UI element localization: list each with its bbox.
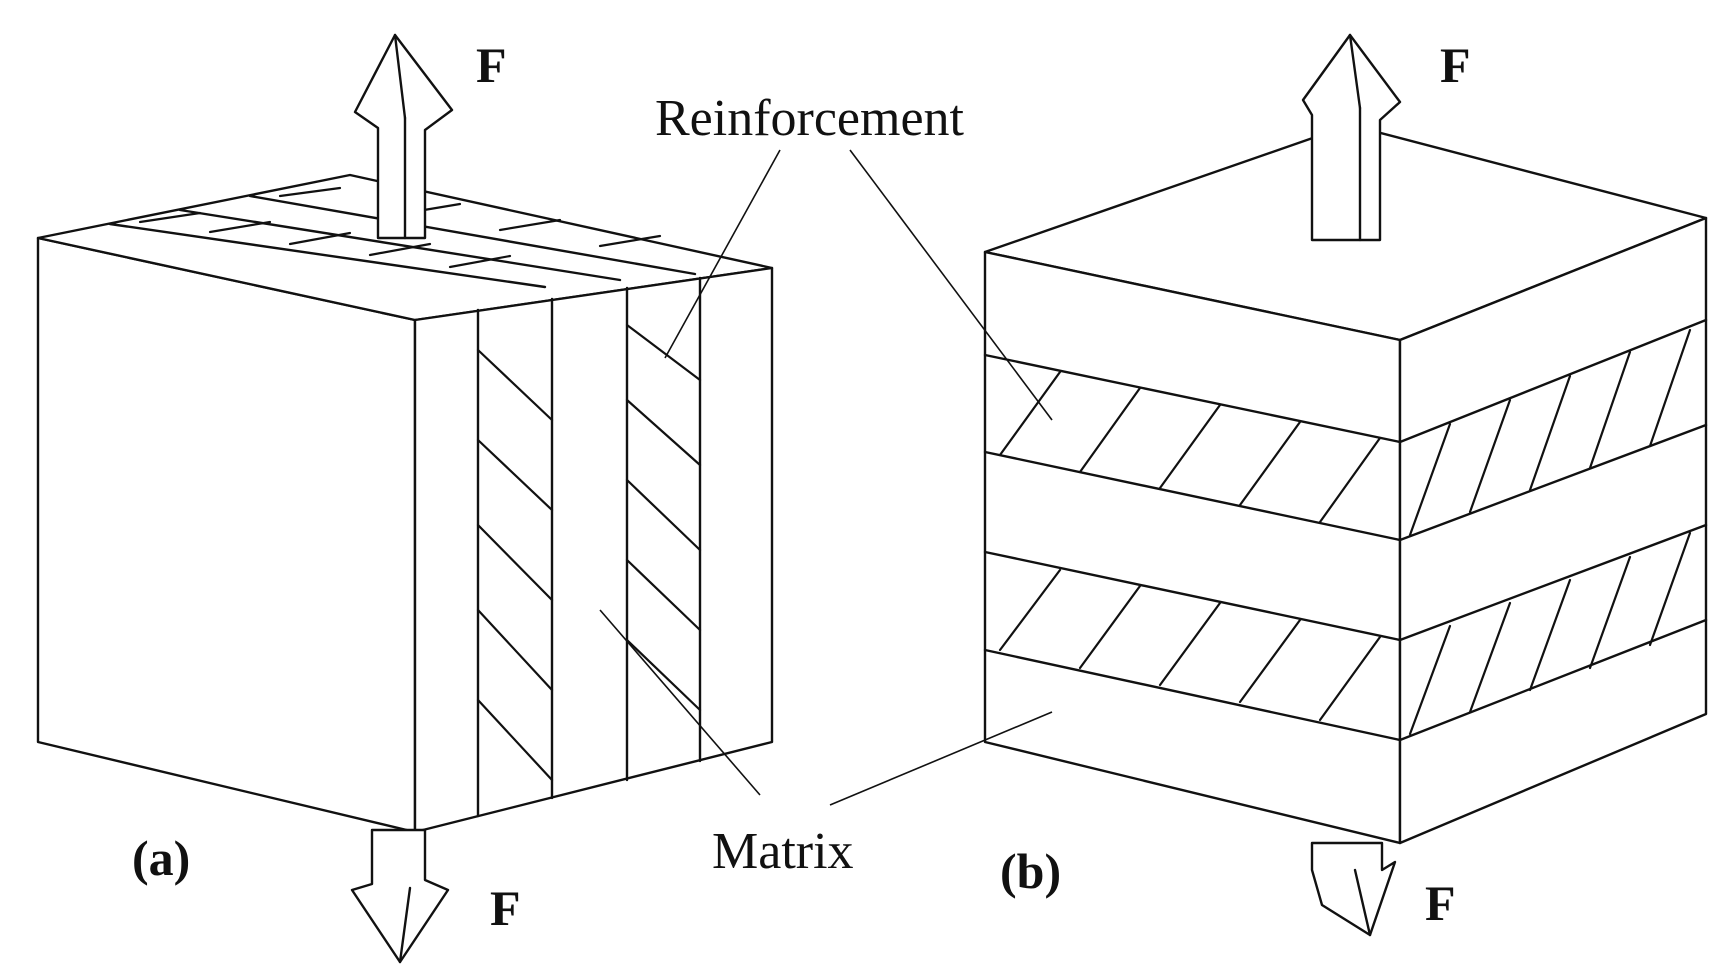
leader-reinforcement-a bbox=[664, 149, 781, 359]
force-label-top-a: F bbox=[476, 37, 507, 93]
force-arrow-bottom-a bbox=[350, 828, 450, 964]
panel-a-top-strips bbox=[108, 186, 697, 289]
force-arrow-top-a bbox=[353, 33, 454, 240]
panel-b-layer-lines bbox=[983, 318, 1708, 742]
reinforcement-label: Reinforcement bbox=[655, 90, 965, 147]
force-arrow-bottom-b bbox=[1310, 841, 1397, 937]
leader-reinforcement-b bbox=[849, 149, 1053, 421]
panel-a-side-face bbox=[413, 266, 774, 834]
force-label-top-b: F bbox=[1440, 37, 1471, 93]
panel-b-label: (b) bbox=[1000, 843, 1061, 899]
panel-b-front-face bbox=[983, 250, 1402, 845]
force-label-bottom-b: F bbox=[1425, 875, 1456, 931]
panel-a-front-face bbox=[36, 236, 417, 834]
panel-a-layer-lines bbox=[476, 276, 702, 818]
panel-a-reinforcement-hatch bbox=[476, 323, 702, 782]
panel-b-block bbox=[983, 123, 1708, 845]
leader-matrix-b bbox=[829, 711, 1053, 806]
force-arrow-top-b bbox=[1301, 33, 1402, 242]
leader-matrix-a bbox=[599, 609, 761, 796]
panel-b-reinforcement-hatch-2 bbox=[998, 531, 1692, 736]
leader-lines bbox=[599, 149, 1053, 806]
panel-b-reinforcement-hatch-1 bbox=[998, 328, 1692, 537]
panel-b-side-face bbox=[1398, 216, 1708, 845]
panel-a-label: (a) bbox=[132, 830, 190, 886]
panel-a-block bbox=[36, 173, 774, 834]
matrix-label: Matrix bbox=[712, 823, 854, 880]
force-label-bottom-a: F bbox=[490, 880, 521, 936]
